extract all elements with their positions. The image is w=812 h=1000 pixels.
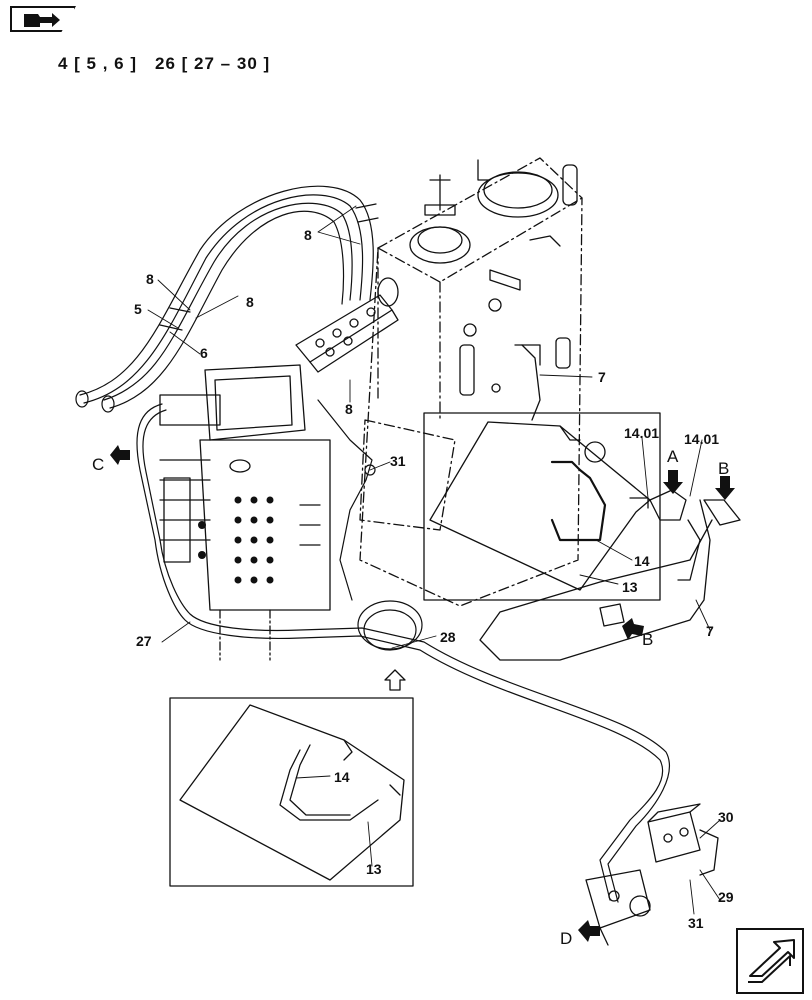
callout-30: 30 (718, 809, 734, 825)
leader-lines (147, 205, 721, 915)
hydraulic-tank (359, 157, 583, 607)
view-letters: C A B B D (92, 447, 729, 948)
callout-13: 13 (622, 579, 638, 595)
callout-8: 8 (304, 227, 312, 243)
tube-14 (550, 460, 607, 542)
view-arrow-b-bottom (622, 618, 644, 640)
view-letter-d: D (560, 929, 572, 948)
hose-7-upper (521, 344, 541, 421)
callout-13: 13 (366, 861, 382, 877)
hoses-5-6-8 (75, 185, 379, 413)
detail-view (169, 669, 414, 887)
pilot-lines (136, 399, 671, 903)
hose-7-lower (479, 499, 713, 661)
callout-7: 7 (706, 623, 714, 639)
ref-part-1: 4 [ 5 , 6 ] (58, 54, 138, 73)
callout-14: 14 (634, 553, 650, 569)
callout-5: 5 (134, 301, 142, 317)
ref-part-2: 26 [ 27 – 30 ] (155, 54, 271, 73)
cover-plate (359, 412, 661, 601)
view-arrow-c (110, 445, 130, 465)
callout-14: 14 (334, 769, 350, 785)
view-letter-b: B (642, 630, 653, 649)
callout-8: 8 (146, 271, 154, 287)
callout-31: 31 (390, 453, 406, 469)
callout-14-01: 14.01 (624, 425, 659, 441)
callout-27: 27 (136, 633, 152, 649)
bracket-plate-13 (429, 421, 651, 591)
view-letter-a: A (667, 447, 679, 466)
callouts: 8 8 8 5 6 8 7 31 14.01 14.01 14 13 7 27 … (134, 227, 734, 931)
callout-6: 6 (200, 345, 208, 361)
callout-8: 8 (345, 401, 353, 417)
view-arrows (110, 445, 735, 942)
callout-8: 8 (246, 294, 254, 310)
view-letter-b: B (718, 459, 729, 478)
callout-31: 31 (688, 915, 704, 931)
callout-28: 28 (440, 629, 456, 645)
pedal-valve (585, 803, 719, 946)
manifold-block (295, 277, 399, 373)
clamps (599, 489, 741, 627)
callout-29: 29 (718, 889, 734, 905)
view-arrow-d (578, 920, 600, 942)
callout-14-01: 14.01 (684, 431, 719, 447)
view-arrow-b-top (715, 476, 735, 500)
view-letter-c: C (92, 455, 104, 474)
callout-7: 7 (598, 369, 606, 385)
control-valve (159, 364, 331, 661)
view-arrow-a (663, 470, 683, 494)
book-arrow-icon[interactable] (10, 6, 76, 32)
reference-numbers: 4 [ 5 , 6 ] 26 [ 27 – 30 ] (58, 54, 288, 74)
next-page-arrow-icon[interactable] (736, 928, 804, 994)
